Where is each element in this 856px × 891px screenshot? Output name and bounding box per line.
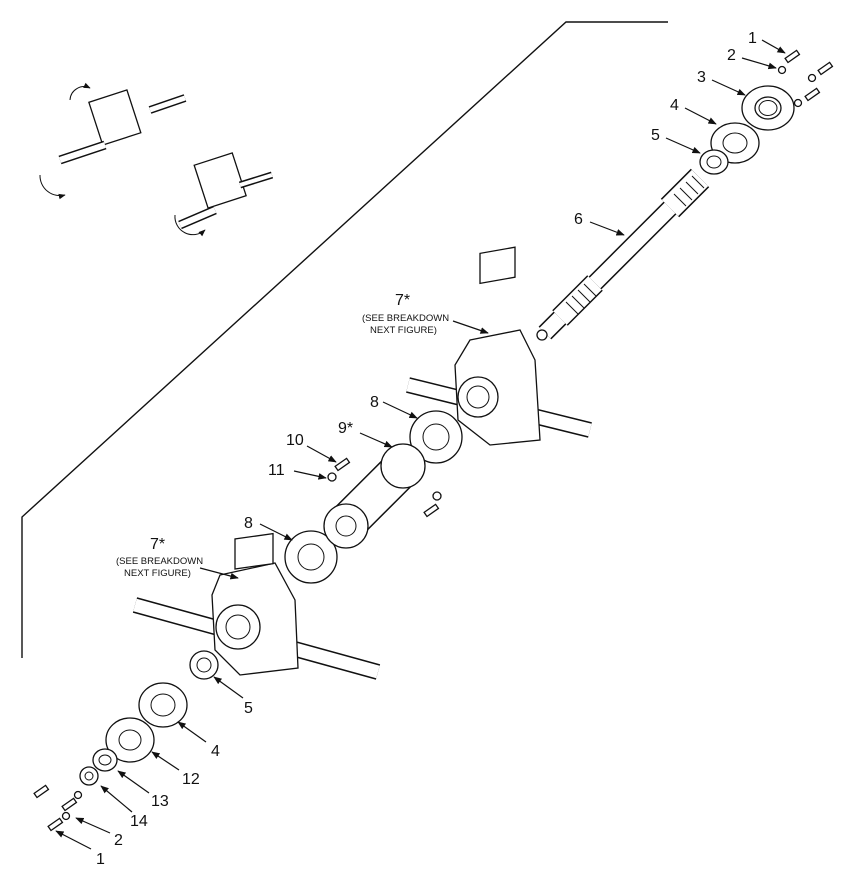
note-upper-line1: (SEE BREAKDOWN	[362, 313, 449, 324]
overview-assembly-thumbnail	[39, 82, 274, 237]
label-2-bottom: 2	[114, 832, 123, 849]
label-14: 14	[130, 813, 148, 830]
label-8-upper: 8	[370, 394, 379, 411]
upper-gearbox	[406, 246, 592, 446]
label-13: 13	[151, 793, 169, 810]
label-5-bottom: 5	[244, 700, 253, 717]
label-2-top: 2	[727, 47, 736, 64]
label-11: 11	[268, 462, 285, 479]
note-lower-line2: NEXT FIGURE)	[124, 568, 191, 579]
label-5-top: 5	[651, 127, 660, 144]
coupler-bolts	[327, 457, 442, 518]
label-9: 9*	[338, 420, 353, 437]
label-10: 10	[286, 432, 304, 449]
bottom-end-parts	[33, 650, 219, 832]
lower-gasket	[284, 530, 338, 584]
label-3: 3	[697, 69, 706, 86]
label-1-top: 1	[748, 30, 757, 47]
part-labels: 1 2 3 4 5 6 7* (SEE BREAKDOWN NEXT FIGUR…	[96, 30, 757, 868]
label-4-bottom: 4	[211, 743, 220, 760]
note-lower-line1: (SEE BREAKDOWN	[116, 556, 203, 567]
label-1-bottom: 1	[96, 851, 105, 868]
label-7-upper: 7*	[395, 292, 410, 309]
label-4-top: 4	[670, 97, 679, 114]
label-12: 12	[182, 771, 200, 788]
upper-gasket	[409, 410, 463, 464]
note-upper-line2: NEXT FIGURE)	[370, 325, 437, 336]
leader-arrows	[55, 39, 786, 850]
label-7-lower: 7*	[150, 536, 165, 553]
coupler-tube	[323, 443, 426, 549]
worm-shaft	[536, 168, 710, 341]
label-8-lower: 8	[244, 515, 253, 532]
frame-boundary	[21, 21, 668, 658]
lower-gearbox	[132, 532, 381, 680]
top-end-parts	[699, 49, 834, 175]
label-6: 6	[574, 211, 583, 228]
